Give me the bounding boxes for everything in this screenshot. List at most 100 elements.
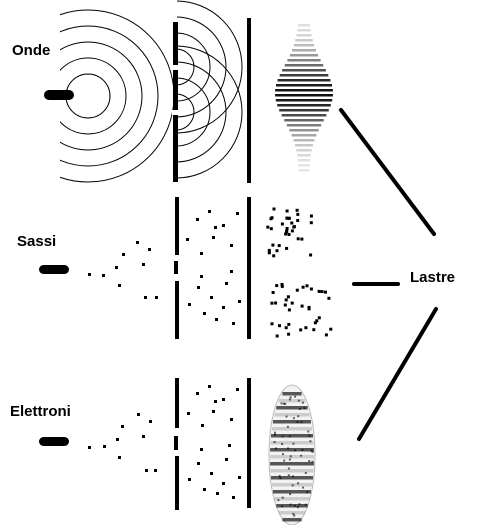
pattern-speck (278, 475, 281, 477)
electron-dot (201, 424, 204, 427)
stones-detector-plate (247, 197, 251, 339)
pattern-speck (281, 505, 283, 508)
stone-impact (278, 324, 281, 328)
stone-dot (148, 248, 151, 251)
stone-impact (275, 284, 279, 288)
pattern-band (271, 476, 313, 480)
pattern-speck (286, 425, 289, 428)
stone-impact (270, 322, 274, 326)
pattern-speck (281, 443, 284, 445)
electron-dot (210, 472, 213, 475)
fringe-band (276, 84, 332, 87)
stone-dot (88, 273, 91, 276)
pattern-band (270, 441, 314, 445)
stones-source (39, 265, 69, 274)
fringe-band (289, 54, 319, 57)
pattern-speck (284, 402, 287, 405)
stone-impact (290, 301, 294, 305)
stone-impact (267, 251, 271, 255)
pattern-speck (301, 401, 304, 404)
diffracted-wavefronts (177, 0, 243, 179)
stone-impact (285, 227, 289, 230)
pattern-speck (274, 431, 276, 434)
pattern-speck (289, 396, 292, 399)
stone-impact (324, 333, 328, 337)
pattern-speck (292, 475, 294, 478)
stone-impact (272, 254, 276, 258)
stone-impact (280, 222, 284, 226)
pattern-band (270, 462, 314, 466)
stone-impact (275, 334, 279, 338)
pattern-speck (300, 421, 303, 424)
pattern-speck (292, 442, 295, 445)
stone-impact (287, 233, 291, 236)
diffraction-ring (177, 93, 195, 131)
pattern-speck (287, 467, 290, 470)
electron-dot (238, 476, 241, 479)
diffraction-ring (177, 45, 243, 179)
electron-dot (187, 412, 190, 415)
fringe-band (296, 149, 312, 152)
pattern-speck (287, 447, 290, 450)
pattern-speck (307, 430, 310, 433)
pattern-band (276, 504, 308, 508)
pattern-speck (280, 402, 283, 405)
stone-impact (295, 288, 299, 292)
stone-impact (317, 316, 321, 320)
waves-detector-plate (247, 18, 251, 183)
electron-dot (200, 448, 203, 451)
stone-impact (272, 207, 276, 211)
stone-impact (290, 221, 294, 225)
electron-dot (232, 496, 235, 499)
pattern-speck (293, 504, 296, 507)
electron-dot (214, 400, 217, 403)
stone-dot (214, 226, 217, 229)
pattern-speck (304, 503, 307, 506)
electron-dot (230, 418, 233, 421)
stone-impact (285, 246, 289, 250)
stone-impact (312, 328, 316, 332)
waves-row (44, 0, 333, 183)
stone-impact (313, 321, 317, 325)
pattern-speck (297, 415, 300, 418)
wavefront-ring (60, 41, 143, 151)
electrons-slit-barrier (174, 378, 179, 510)
stone-dot (230, 270, 233, 273)
fringe-band (281, 114, 327, 117)
fringe-band (298, 169, 310, 172)
stone-dot (188, 303, 191, 306)
diffraction-ring (177, 61, 227, 163)
connector-waves (339, 108, 436, 236)
electrons-source (39, 437, 69, 446)
waves-source (44, 90, 74, 100)
stone-impact (296, 237, 300, 241)
fringe-band (298, 164, 310, 167)
stone-impact (327, 296, 331, 300)
stone-impact (285, 229, 288, 233)
stones-row (39, 197, 333, 339)
pattern-speck (311, 450, 314, 453)
stone-impact (324, 290, 327, 294)
electron-dot (228, 444, 231, 447)
pattern-speck (283, 402, 285, 405)
pattern-speck (283, 459, 286, 462)
fringe-band (279, 74, 329, 77)
pattern-speck (297, 399, 300, 402)
fringe-band (297, 159, 311, 162)
pattern-speck (302, 486, 305, 489)
pattern-speck (298, 503, 301, 506)
pattern-band (270, 448, 314, 452)
pattern-speck (288, 398, 291, 401)
stone-impact (287, 308, 291, 312)
electron-dot (103, 445, 106, 448)
stone-impact (296, 212, 300, 216)
pattern-speck (296, 506, 299, 509)
stone-impact (284, 232, 288, 236)
stone-impact (300, 304, 304, 308)
stone-impact (309, 214, 313, 218)
pattern-speck (287, 474, 290, 477)
stone-impact (292, 225, 296, 229)
stone-dot (142, 263, 145, 266)
fringe-band (292, 49, 316, 52)
